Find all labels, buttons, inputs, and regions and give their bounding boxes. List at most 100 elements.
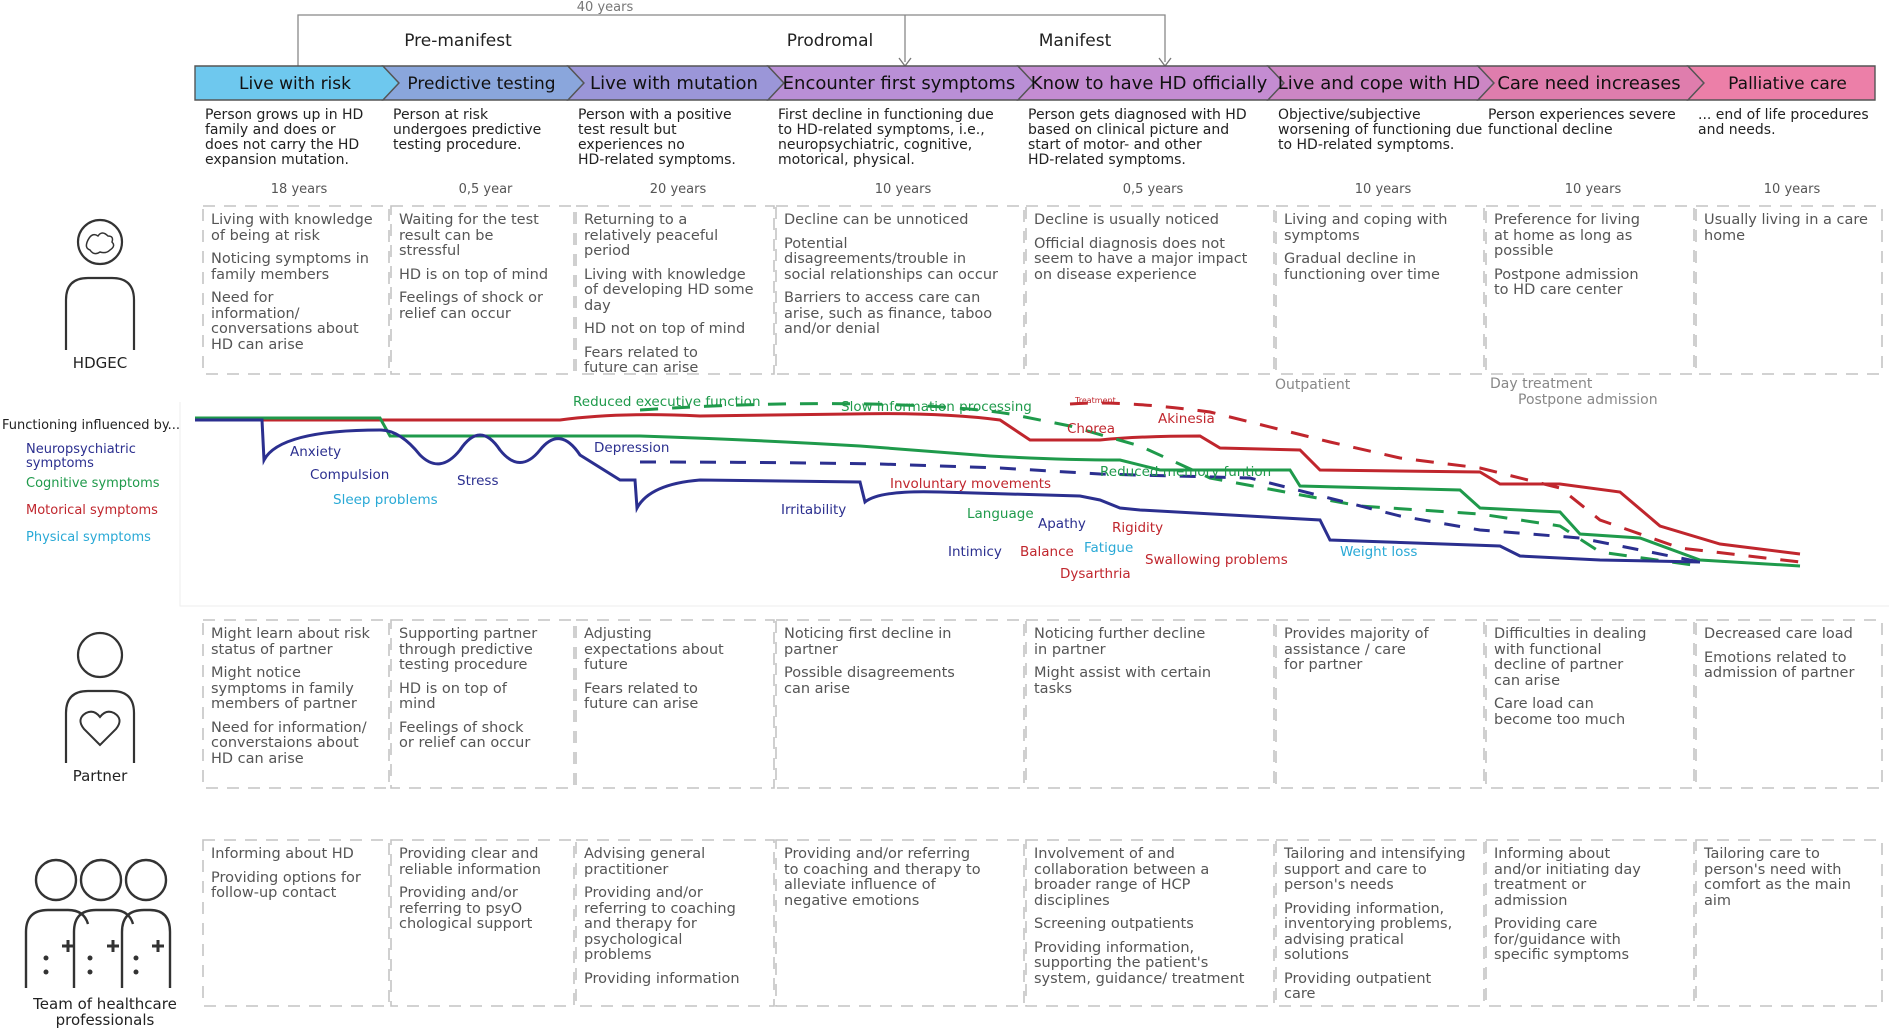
hdgec-box-3-item-1: Returning to a relatively peaceful perio… — [584, 212, 719, 259]
span-bracket — [297, 14, 1166, 72]
team-box-3-item-1: Advising general practitioner — [584, 846, 706, 878]
team-box-7-item-2: Providing care for/guidance with specifi… — [1494, 916, 1630, 963]
symptom-label-stress: Stress — [457, 473, 499, 489]
phase-description-7: Person experiences severe functional dec… — [1488, 107, 1676, 138]
legend-cognitive: Cognitive symptoms — [26, 476, 160, 491]
partner-box-1-item-3: Need for information/ converstaions abou… — [211, 719, 367, 767]
phase-label-5: Know to have HD officially — [1031, 73, 1268, 94]
phase-duration-3: 20 years — [649, 182, 707, 197]
hdgec-box-1-item-2: Noticing symptoms in family members — [211, 251, 369, 283]
note-outpatient: Outpatient — [1275, 377, 1351, 393]
phase-description-6: Objective/subjective worsening of functi… — [1278, 107, 1483, 153]
team-box-2-item-2: Providing and/or referring to psyO cholo… — [399, 885, 533, 932]
team-box-1-item-1: Informing about HD — [211, 846, 354, 862]
phase-label-3: Live with mutation — [590, 73, 758, 94]
phase-duration-7: 10 years — [1564, 182, 1622, 197]
phase-arrow-8 — [1686, 65, 1876, 101]
partner-box-2-item-1: Supporting partner through predictive te… — [399, 626, 538, 673]
team-box-5-item-2: Screening outpatients — [1034, 916, 1194, 932]
hdgec-box-2-item-3: Feelings of shock or relief can occur — [399, 290, 544, 322]
person-heart-icon — [64, 631, 136, 763]
person-brain-icon — [64, 218, 136, 350]
symptom-label-akinesia: Akinesia — [1158, 411, 1215, 427]
phase-description-2: Person at risk undergoes predictive test… — [393, 107, 542, 153]
neuro-line-dashed — [639, 460, 1701, 564]
symptom-label-treatment: Treatment — [1074, 396, 1116, 405]
symptom-label-rigidity: Rigidity — [1112, 520, 1163, 536]
partner-box-2-item-3: Feelings of shock or relief can occur — [399, 719, 531, 751]
hdgec-box-3-item-3: HD not on top of mind — [584, 321, 746, 337]
team-box-7-item-1: Informing about and/or initiating day tr… — [1494, 846, 1641, 909]
phase-description-4: First decline in functioning due to HD-r… — [778, 107, 994, 168]
symptom-label-intimicy: Intimicy — [948, 544, 1002, 560]
phase-label-8: Palliative care — [1728, 74, 1847, 94]
healthcare-team-icon — [24, 858, 172, 988]
partner-box-6-item-1: Provides majority of assistance / care f… — [1284, 626, 1429, 673]
phase-label-7: Care need increases — [1497, 73, 1680, 94]
hdgec-box-4-item-2: Potential disagreements/trouble in socia… — [784, 235, 998, 283]
cognitive-line — [195, 416, 1801, 568]
hdgec-box-6-item-2: Gradual decline in functioning over time — [1284, 251, 1440, 283]
partner-box-4-item-1: Noticing first decline in partner — [784, 626, 952, 658]
symptom-label-fatigue: Fatigue — [1084, 540, 1133, 556]
symptom-label-slow-information-processing: Slow information processing — [841, 399, 1032, 415]
partner-box-8 — [1695, 619, 1883, 789]
hdgec-box-4-item-3: Barriers to access care can arise, such … — [784, 290, 993, 337]
team-box-1 — [202, 839, 390, 1007]
hdgec-box-6-item-1: Living and coping with symptoms — [1284, 212, 1448, 244]
team-box-1-item-2: Providing options for follow-up contact — [211, 869, 361, 901]
legend-neuropsychiatric: Neuropsychiatric symptoms — [26, 442, 136, 471]
timeline: 40 years Pre-manifest Prodromal Manifest… — [194, 0, 1876, 101]
symptom-label-sleep-problems: Sleep problems — [333, 492, 438, 508]
team-box-6-item-2: Providing information, inventorying prob… — [1284, 900, 1453, 963]
phase-duration-1: 18 years — [270, 182, 328, 197]
phase-duration-4: 10 years — [874, 182, 932, 197]
partner-box-4-item-2: Possible disagreements can arise — [784, 665, 955, 697]
functioning-title: Functioning influenced by... — [2, 418, 181, 433]
partner-box-1-item-1: Might learn about risk status of partner — [211, 626, 370, 658]
motor-line-dashed — [1069, 401, 1801, 564]
phase-duration-5: 0,5 years — [1122, 182, 1184, 197]
team-box-6-item-3: Providing outpatient care — [1284, 970, 1432, 1002]
phase-description-1: Person grows up in HD family and does or… — [205, 107, 364, 168]
hdgec-box-8-item-1: Usually living in a care home — [1704, 212, 1868, 244]
symptom-label-compulsion: Compulsion — [310, 467, 389, 483]
phase-duration-8: 10 years — [1763, 182, 1821, 197]
phase-label-2: Predictive testing — [407, 74, 555, 94]
era-manifest: Manifest — [1039, 31, 1112, 51]
team-box-4-item-1: Providing and/or referring to coaching a… — [784, 846, 981, 909]
team-box-8-item-1: Tailoring care to person's need with com… — [1704, 846, 1851, 909]
phase-description-5: Person gets diagnosed with HD based on c… — [1028, 107, 1247, 168]
team-box-5-item-1: Involvement of and collaboration between… — [1034, 846, 1210, 909]
span-label: 40 years — [577, 0, 634, 15]
team-box-3-item-3: Providing information — [584, 970, 740, 987]
hdgec-box-3-item-2: Living with knowledge of developing HD s… — [584, 266, 754, 314]
symptom-label-swallowing-problems: Swallowing problems — [1145, 552, 1288, 568]
phase-arrows: Live with risk Predictive testing Live wit… — [194, 65, 1876, 101]
legend-motorical: Motorical symptoms — [26, 503, 158, 518]
partner-box-7-item-1: Difficulties in dealing with functional … — [1494, 626, 1647, 689]
phase-description-8: ... end of life procedures and needs. — [1698, 107, 1869, 138]
hdgec-box-4-item-1: Decline can be unnoticed — [784, 212, 969, 228]
symptom-label-dysarthria: Dysarthria — [1060, 566, 1131, 582]
chart-frame — [179, 402, 1889, 607]
phase-label-1: Live with risk — [239, 74, 351, 94]
symptom-label-reduced-memory-funtion: Reduced memory funtion — [1100, 464, 1271, 480]
hdgec-box-7-item-1: Preference for living at home as long as… — [1494, 212, 1640, 259]
note-postpone-admission: Postpone admission — [1518, 392, 1658, 408]
cognitive-line-dashed — [639, 402, 1701, 568]
symptom-label-apathy: Apathy — [1038, 516, 1086, 532]
row-label-hdgec: HDGEC — [72, 354, 128, 372]
partner-box-8-item-1: Decreased care load — [1704, 626, 1853, 642]
team-box-6-item-1: Tailoring and intensifying support and c… — [1284, 846, 1466, 893]
hdgec-box-2-item-1: Waiting for the test result can be stres… — [399, 212, 539, 259]
team-box-3-item-2: Providing and/or referring to coaching a… — [584, 885, 736, 963]
partner-box-1-item-2: Might notice symptoms in family members … — [211, 665, 357, 712]
partner-box-8-item-2: Emotions related to admission of partner — [1704, 649, 1855, 681]
partner-box-7-item-2: Care load can become too much — [1494, 696, 1626, 728]
phase-duration-6: 10 years — [1354, 182, 1412, 197]
symptom-label-depression: Depression — [594, 440, 669, 456]
hdgec-box-5-item-2: Official diagnosis does not seem to have… — [1034, 235, 1248, 283]
symptom-label-involuntary-movements: Involuntary movements — [890, 476, 1051, 492]
